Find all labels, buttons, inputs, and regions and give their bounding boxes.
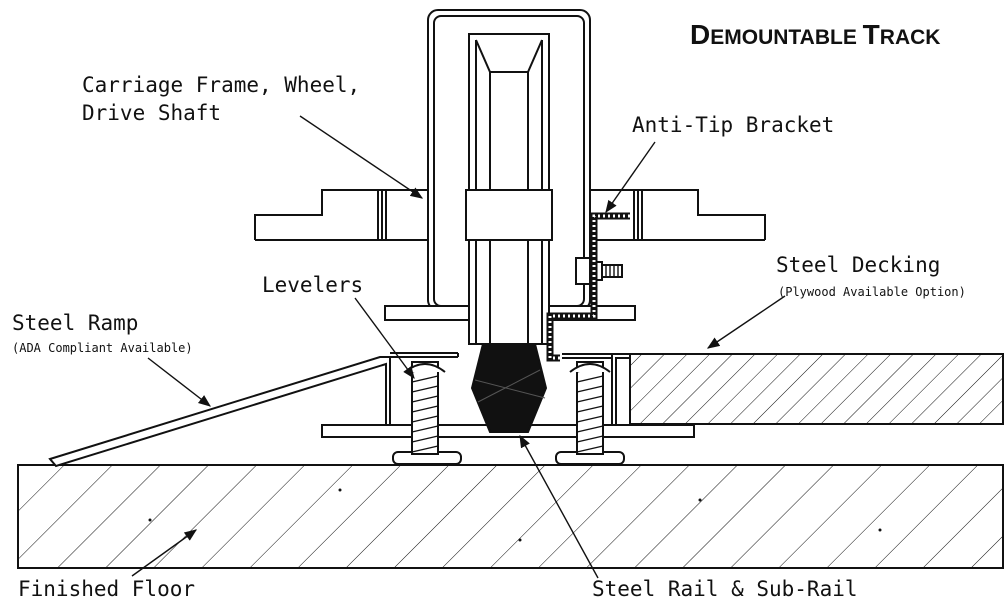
anti-tip-bracket <box>546 212 630 362</box>
label-ramp-option: (ADA Compliant Available) <box>12 341 193 355</box>
label-steel-decking: Steel Decking <box>776 253 940 277</box>
label-steel-rail: Steel Rail & Sub-Rail <box>592 577 858 600</box>
steel-ramp <box>48 352 459 468</box>
finished-floor-slab <box>17 464 1004 569</box>
leveler-left <box>392 361 462 465</box>
label-steel-ramp: Steel Ramp <box>12 311 138 335</box>
arrow-levelers <box>354 297 415 380</box>
label-carriage-line1: Carriage Frame, Wheel, <box>82 73 360 97</box>
label-decking-option: (Plywood Available Option) <box>778 285 966 299</box>
arrow-rail <box>519 434 599 579</box>
label-carriage-line2: Drive Shaft <box>82 101 221 125</box>
steel-rail <box>470 343 548 433</box>
label-anti-tip-bracket: Anti-Tip Bracket <box>632 113 834 137</box>
arrow-anti-tip <box>605 141 656 214</box>
label-finished-floor: Finished Floor <box>18 577 195 600</box>
arrow-ramp <box>147 357 211 407</box>
steel-decking-block <box>629 353 1004 425</box>
carriage-wheel <box>465 33 553 345</box>
label-levelers: Levelers <box>262 273 363 297</box>
arrow-floor <box>131 529 198 577</box>
arrow-carriage <box>299 115 424 199</box>
arrow-decking <box>706 295 786 349</box>
leveler-right <box>555 361 625 465</box>
diagram-title: DEMOUNTABLE TRACK <box>690 19 940 50</box>
bracket-bolt <box>575 257 623 285</box>
leader-arrows <box>131 115 786 579</box>
